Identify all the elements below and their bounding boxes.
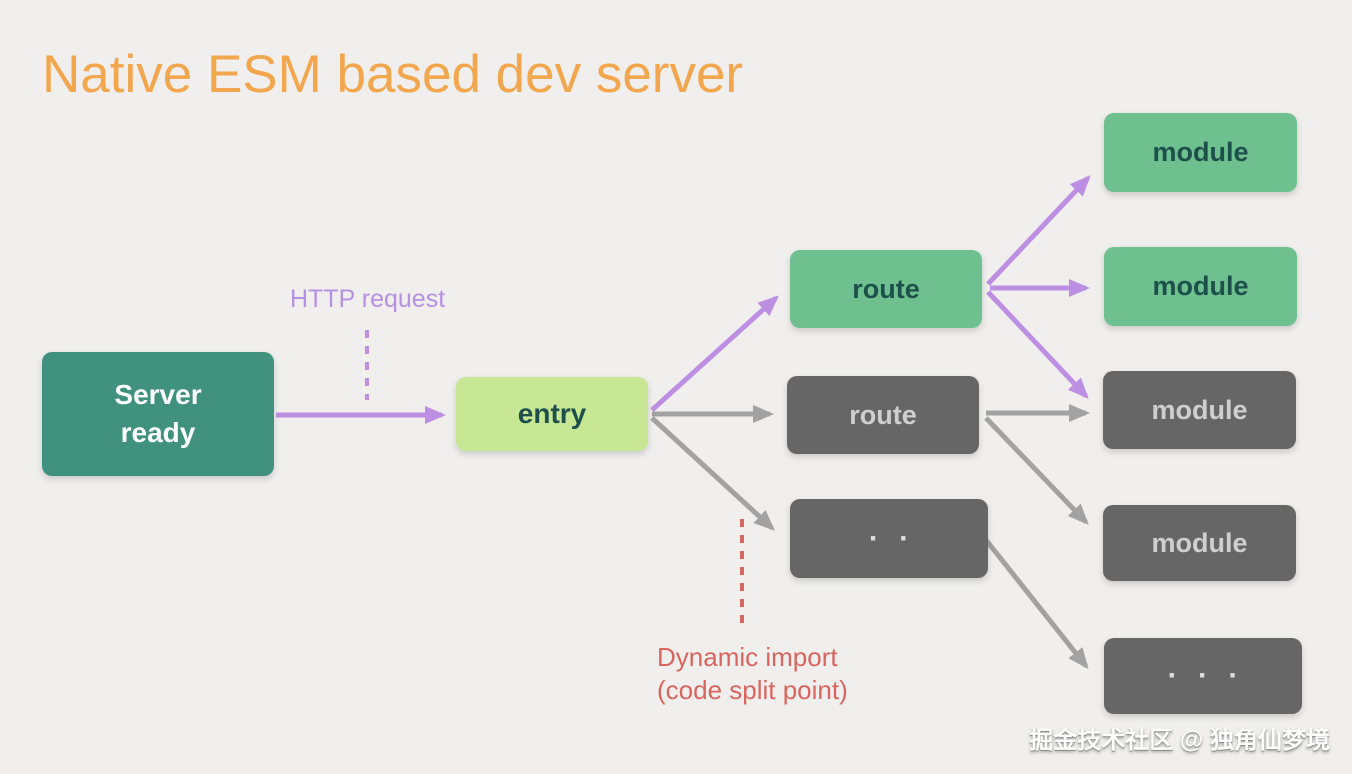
node-module-2: module: [1104, 247, 1297, 326]
node-dots-bottom: · · ·: [1104, 638, 1302, 714]
http-request-label: HTTP request: [290, 285, 446, 313]
page-title: Native ESM based dev server: [42, 45, 744, 104]
dynamic-import-line1: Dynamic import: [657, 642, 838, 672]
node-module-1: module: [1104, 113, 1297, 192]
watermark: 掘金技术社区 @ 独角仙梦境: [1029, 727, 1330, 754]
node-module-4: module: [1103, 505, 1296, 581]
dynamic-import-label: Dynamic import (code split point): [657, 641, 848, 708]
node-dots-mid: · ·: [790, 499, 988, 578]
node-route-top: route: [790, 250, 982, 328]
node-server-ready: Server ready: [42, 352, 274, 476]
node-route-mid: route: [787, 376, 979, 454]
dynamic-import-line2: (code split point): [657, 675, 848, 706]
node-module-3: module: [1103, 371, 1296, 449]
node-entry: entry: [456, 377, 648, 451]
